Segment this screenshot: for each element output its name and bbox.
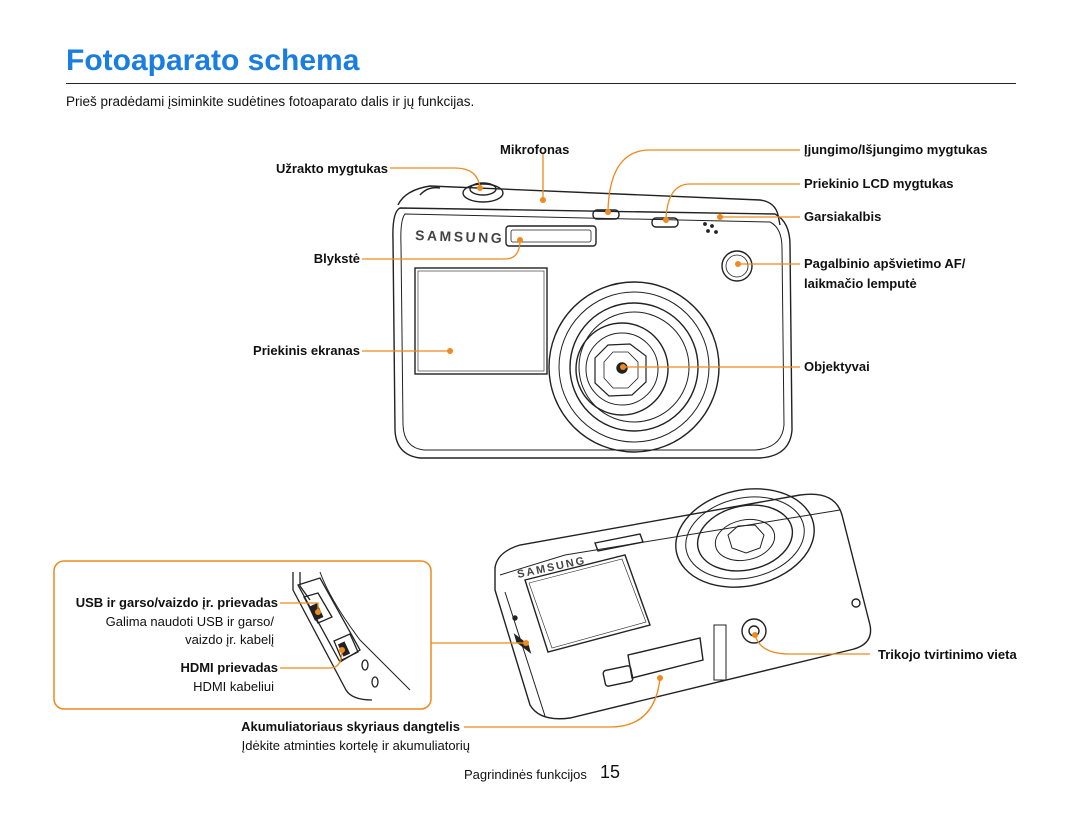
usb-port-description-line2: vaizdo įr. kabelį — [185, 632, 274, 647]
page-title: Fotoaparato schema — [66, 44, 360, 77]
label-hdmi-port: HDMI prievadas — [180, 660, 278, 675]
page-number: 15 — [600, 762, 621, 782]
callout-dots — [315, 185, 758, 681]
usb-port-description-line1: Galima naudoti USB ir garso/ — [105, 614, 274, 629]
label-af-lamp-line2: laikmačio lemputė — [804, 276, 917, 291]
ports-inset-illustration — [292, 571, 411, 701]
label-power-button: Įjungimo/Išjungimo mygtukas — [804, 142, 988, 157]
label-speaker: Garsiakalbis — [804, 209, 882, 224]
battery-cover-description: Įdėkite atminties kortelę ir akumuliator… — [241, 738, 470, 753]
label-tripod-mount: Trikojo tvirtinimo vieta — [878, 647, 1017, 662]
brand-logo-front: SAMSUNG — [415, 227, 505, 246]
camera-front-illustration — [392, 182, 793, 459]
ports-inset-frame — [53, 560, 432, 710]
callout-lines — [280, 149, 870, 728]
label-flash: Blykstė — [313, 251, 360, 266]
label-lens: Objektyvai — [804, 359, 870, 374]
label-usb-port: USB ir garso/vaizdo įr. prievadas — [75, 595, 278, 610]
camera-bottom-illustration — [494, 488, 872, 720]
label-microphone: Mikrofonas — [500, 142, 570, 157]
label-front-lcd-button: Priekinio LCD mygtukas — [804, 176, 954, 191]
label-shutter-button: Užrakto mygtukas — [276, 161, 388, 176]
label-af-lamp-line1: Pagalbinio apšvietimo AF/ — [804, 256, 966, 271]
label-front-screen: Priekinis ekranas — [253, 343, 360, 358]
label-battery-cover: Akumuliatoriaus skyriaus dangtelis — [241, 719, 460, 734]
footer-section-name: Pagrindinės funkcijos — [464, 767, 587, 782]
hdmi-port-description: HDMI kabeliui — [193, 679, 274, 694]
intro-text: Prieš pradėdami įsiminkite sudėtines fot… — [66, 94, 475, 109]
title-divider — [66, 83, 1016, 84]
